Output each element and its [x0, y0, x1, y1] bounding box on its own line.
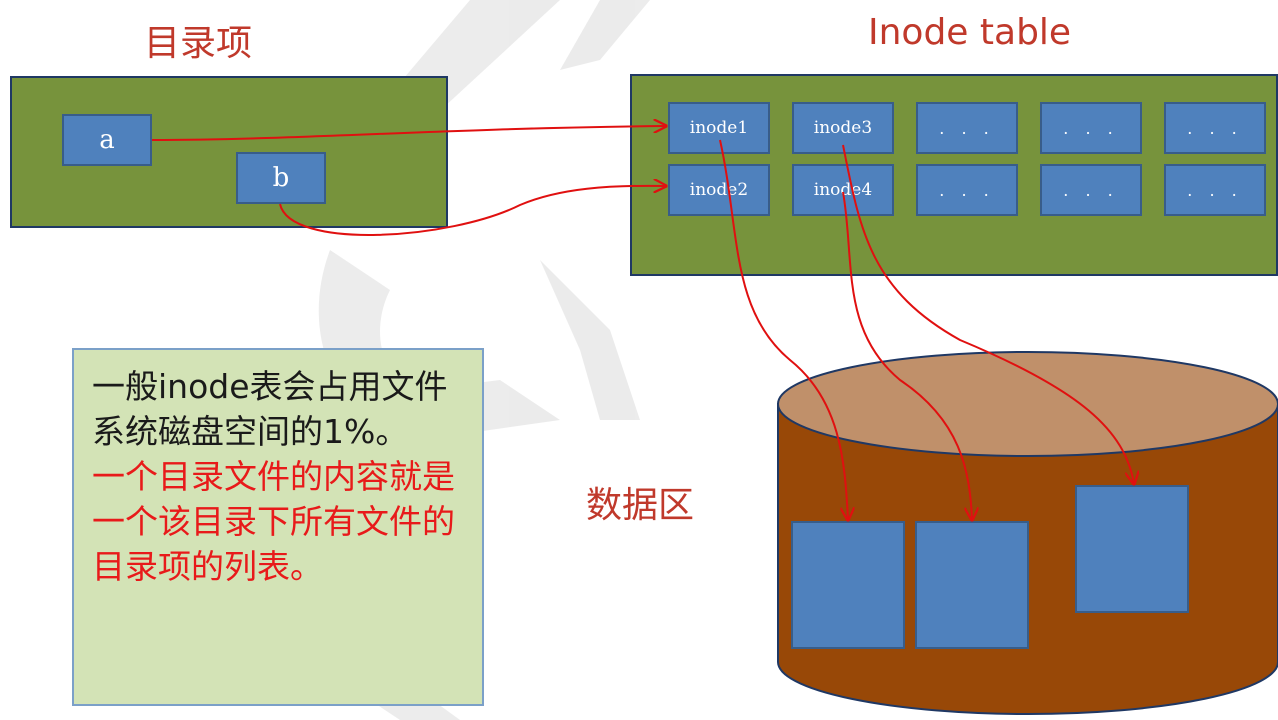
inode-table-title: Inode table — [868, 12, 1072, 53]
note-text-red: 一个目录文件的内容就是一个该目录下所有文件的目录项的列表。 — [92, 457, 455, 586]
inode-placeholder: . . . — [1164, 164, 1266, 216]
note-text-black: 一般inode表会占用文件系统磁盘空间的1%。 — [92, 367, 448, 451]
note-box: 一般inode表会占用文件系统磁盘空间的1%。 一个目录文件的内容就是一个该目录… — [72, 348, 484, 706]
data-block-1[interactable] — [791, 521, 905, 649]
data-block-3[interactable] — [1075, 485, 1189, 613]
inode-placeholder: . . . — [1164, 102, 1266, 154]
directory-entry-a[interactable]: a — [62, 114, 152, 166]
data-block-2[interactable] — [915, 521, 1029, 649]
data-area-title: 数据区 — [586, 485, 695, 526]
directory-entries-title: 目录项 — [144, 23, 253, 64]
